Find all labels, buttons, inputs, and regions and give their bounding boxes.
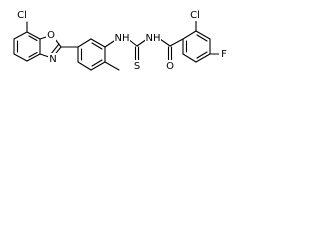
bond <box>195 30 211 40</box>
bond <box>182 30 197 40</box>
bond <box>169 38 184 47</box>
double-bond <box>50 43 60 55</box>
methyl-bond <box>104 61 120 71</box>
bond <box>182 53 197 63</box>
atom-o-ring: O <box>47 30 55 41</box>
label-bg <box>114 32 130 45</box>
bond <box>195 53 211 63</box>
bond <box>26 31 41 40</box>
label-bg <box>165 60 176 72</box>
label-bg <box>13 8 29 21</box>
label-bg <box>219 48 228 60</box>
double-bond <box>91 59 103 67</box>
bond <box>90 61 106 71</box>
label-bg <box>145 32 161 45</box>
structure-diagram: Cl O N NH NH S Cl O F <box>0 0 263 106</box>
label-bg <box>48 53 58 65</box>
bond <box>26 53 41 62</box>
bond <box>77 38 92 48</box>
label-bg <box>132 60 142 72</box>
molecule-svg: Cl O N NH NH S Cl O F <box>13 8 228 72</box>
atom-f: F <box>221 49 227 60</box>
atom-o-carbonyl: O <box>166 61 174 72</box>
benzene-ring-center <box>77 38 106 71</box>
label-bg <box>46 29 56 41</box>
bond <box>77 61 92 71</box>
atom-n-ring: N <box>49 54 56 65</box>
double-bond <box>28 51 38 58</box>
benzene-ring-right <box>182 30 211 63</box>
atom-cl-left: Cl <box>17 10 27 21</box>
double-bond <box>28 35 38 42</box>
atom-cl-right: Cl <box>190 10 200 21</box>
bond <box>13 53 28 62</box>
double-bond <box>91 42 103 50</box>
bond <box>159 38 171 47</box>
label-bg <box>187 8 203 21</box>
benzene-ring-left <box>13 31 41 62</box>
atom-s: S <box>134 61 140 72</box>
bond <box>90 38 106 48</box>
atom-nh-right: NH <box>146 33 161 44</box>
bond <box>13 31 28 40</box>
double-bond <box>196 51 208 59</box>
atom-nh-left: NH <box>115 33 130 44</box>
double-bond <box>196 34 208 42</box>
